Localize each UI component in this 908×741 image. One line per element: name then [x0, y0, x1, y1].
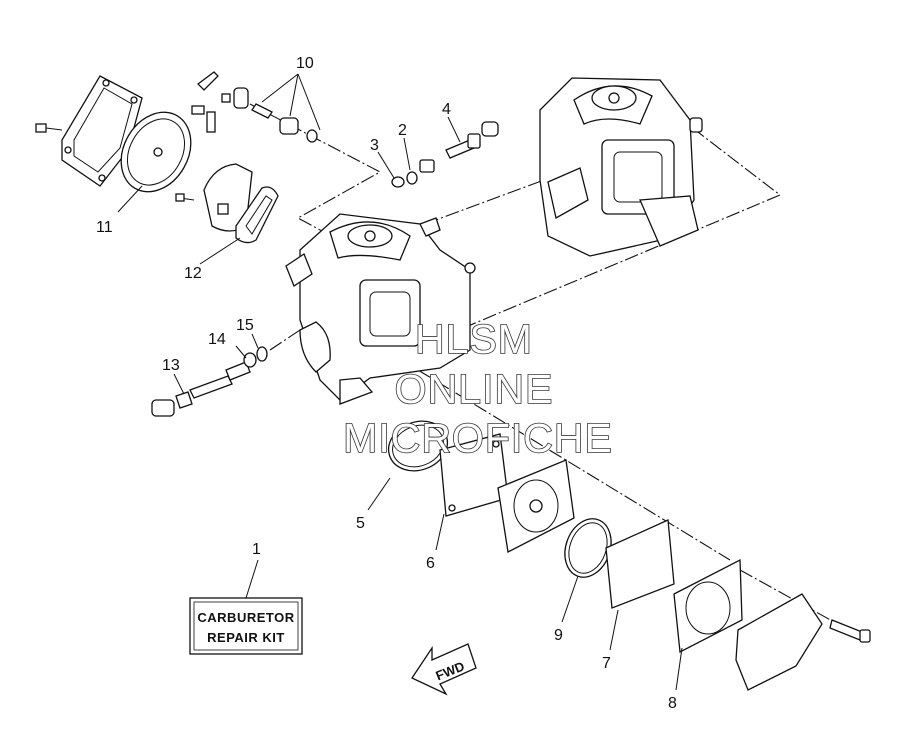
callout-3: 3 — [370, 137, 379, 154]
callout-8: 8 — [668, 695, 677, 712]
pilot-screw-group — [191, 71, 318, 143]
fwd-arrow-icon: FWD — [411, 643, 477, 696]
callout-6: 6 — [426, 555, 435, 572]
callout-9: 9 — [554, 627, 563, 644]
callout-4: 4 — [442, 101, 451, 118]
main-carburetor-body — [285, 213, 476, 405]
throttle-stop-screw-group — [151, 346, 268, 417]
callout-15: 15 — [236, 317, 254, 334]
callout-1: 1 — [252, 541, 261, 558]
rear-carburetor-body — [539, 77, 703, 257]
watermark-line1: HLSM — [415, 316, 533, 362]
repair-kit-line2: REPAIR KIT — [207, 630, 285, 645]
watermark-line3: MICROFICHE — [343, 415, 613, 461]
callout-14: 14 — [208, 331, 226, 348]
callout-labels: 1 2 3 4 5 6 7 8 9 10 11 12 13 14 15 — [96, 55, 677, 712]
watermark-line2: ONLINE — [395, 366, 554, 412]
callout-2: 2 — [398, 122, 407, 139]
repair-kit-line1: CARBURETOR — [197, 610, 294, 625]
diaphragm-cover-group — [35, 75, 279, 244]
carburetor-repair-kit-box: CARBURETOR REPAIR KIT — [189, 597, 303, 655]
callout-13: 13 — [162, 357, 180, 374]
callout-7: 7 — [602, 655, 611, 672]
watermark: HLSM ONLINE MICROFICHE — [342, 315, 613, 462]
callout-5: 5 — [356, 515, 365, 532]
callout-12: 12 — [184, 265, 202, 282]
callout-10: 10 — [296, 55, 314, 72]
needle-jet-parts — [391, 121, 499, 188]
callout-11: 11 — [96, 219, 113, 236]
callout-leader-lines — [117, 73, 683, 691]
fuel-pump-gasket-group — [387, 420, 871, 691]
